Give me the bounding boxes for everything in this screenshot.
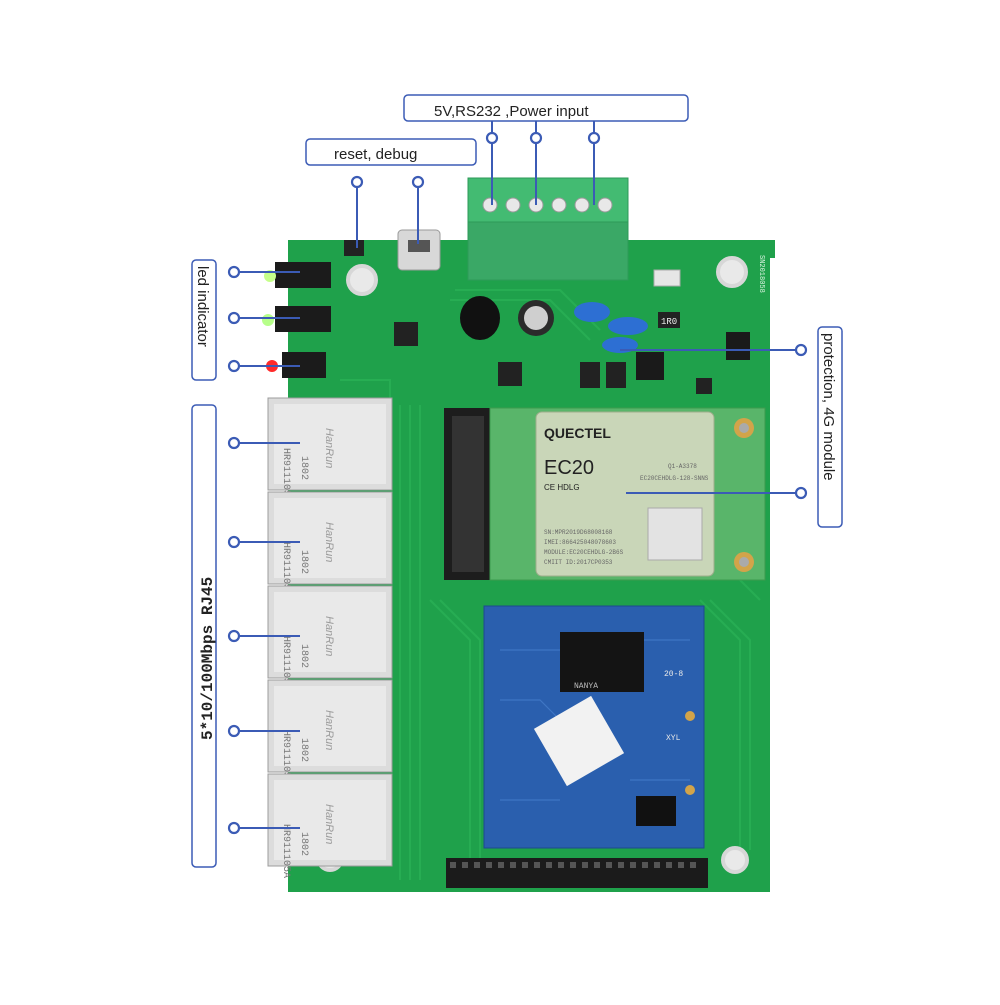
svg-text:HR911105A: HR911105A: [280, 542, 291, 596]
reset-button: [344, 240, 364, 256]
ram-chip: [560, 632, 644, 692]
svg-text:1802: 1802: [298, 738, 309, 762]
module-line: MODULE:EC20CEHDLG-2B6S: [544, 549, 624, 556]
svg-text:HanRun: HanRun: [323, 804, 335, 844]
module-line: IMEI:866425048078603: [544, 539, 616, 546]
som-label: XYL: [666, 734, 681, 743]
mount-hole: [721, 846, 749, 874]
svg-text:1802: 1802: [298, 832, 309, 856]
module-small1: Q1-A3378: [668, 463, 697, 470]
callout-reset-debug: reset, debug: [305, 138, 477, 248]
module-small2: EC20CEHDLG-128-SNNS: [640, 475, 709, 482]
rj45-ports: HR911105A 1802 HanRun HR911105A 1802 Han…: [267, 397, 393, 878]
callout-protection-4g: protection, 4G module: [620, 326, 843, 528]
svg-text:HR911105A: HR911105A: [280, 730, 291, 784]
svg-text:1802: 1802: [298, 456, 309, 480]
svg-text:HanRun: HanRun: [323, 616, 335, 656]
svg-text:1802: 1802: [298, 644, 309, 668]
svg-text:HR911105A: HR911105A: [280, 824, 291, 878]
board-code: SN2018058: [757, 255, 765, 293]
module-line: SN:MPR2019D68008168: [544, 529, 613, 536]
led-headers: [262, 262, 331, 378]
components: 1R0: [394, 269, 750, 394]
resistor-code: 1R0: [661, 317, 677, 327]
module-line: CMIIT ID:2017CP0353: [544, 559, 613, 566]
callout-power-input: 5V,RS232 ,Power input: [403, 94, 689, 205]
quectel-logo: QUECTEL: [544, 425, 611, 441]
label-reset-debug: reset, debug: [334, 146, 417, 163]
som-core-board: NANYA 20-8 XYL: [483, 605, 705, 849]
module-sub: CE HDLG: [544, 483, 580, 492]
callout-led-indicator: led indicator: [191, 259, 300, 381]
label-protection-4g: protection, 4G module: [820, 333, 837, 481]
label-rj45: 5*10/100Mbps RJ45: [199, 577, 217, 740]
som-num: 20-8: [664, 670, 683, 679]
module-model: EC20: [544, 457, 594, 479]
svg-text:HanRun: HanRun: [323, 710, 335, 750]
svg-text:HanRun: HanRun: [323, 428, 335, 468]
svg-text:1802: 1802: [298, 550, 309, 574]
label-led-indicator: led indicator: [194, 266, 211, 347]
svg-text:HR911105A: HR911105A: [280, 448, 291, 502]
svg-text:HanRun: HanRun: [323, 522, 335, 562]
mount-hole: [346, 264, 378, 296]
label-power-input: 5V,RS232 ,Power input: [434, 103, 589, 120]
qr-code-icon: [647, 507, 703, 561]
qr-code-icon: [533, 695, 625, 787]
svg-text:HR911105A: HR911105A: [280, 636, 291, 690]
som-brand: NANYA: [574, 682, 598, 691]
callout-rj45: 5*10/100Mbps RJ45: [191, 404, 300, 868]
mount-hole: [716, 256, 748, 288]
terminal-block: [467, 177, 629, 281]
